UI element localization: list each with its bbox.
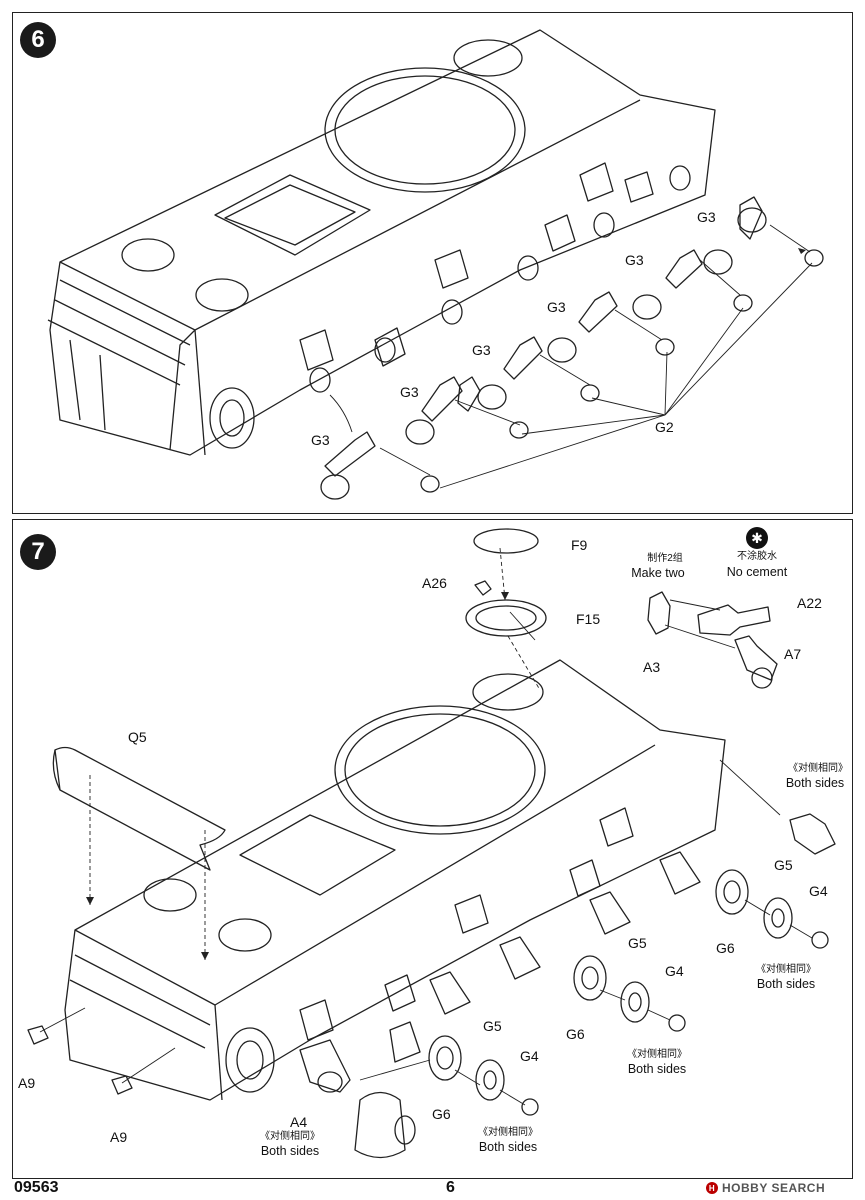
idler-arm-parts — [647, 591, 778, 689]
label-g3-4: G3 — [472, 342, 491, 358]
label-g6-1: G6 — [716, 940, 735, 956]
label-g3-6: G3 — [311, 432, 330, 448]
label-g6-2: G6 — [566, 1026, 585, 1042]
label-a26: A26 — [422, 575, 447, 591]
product-code: 09563 — [14, 1179, 59, 1196]
turret-ring-parts — [465, 528, 547, 637]
both-sides-en-1: Both sides — [785, 776, 845, 790]
label-g3-5: G3 — [400, 384, 419, 400]
step7-dashed-leaders — [89, 547, 541, 960]
both-sides-cn-2: 《对侧相同》 — [756, 964, 816, 975]
label-g5-2: G5 — [628, 935, 647, 951]
label-g3-2: G3 — [625, 252, 644, 268]
label-a22: A22 — [797, 595, 822, 611]
step-7-badge: 7 — [20, 534, 56, 570]
step7-leader-lines — [39, 599, 813, 1106]
q5-fender — [52, 746, 226, 871]
step6-hull — [47, 29, 716, 456]
both-sides-cn-3: 《对侧相同》 — [627, 1049, 687, 1060]
no-cement-cn: 不涂胶水 — [737, 551, 777, 562]
step-6-badge: 6 — [20, 22, 56, 58]
step6-suspension-mounts — [299, 162, 691, 393]
label-g5-1: G5 — [774, 857, 793, 873]
both-sides-cn-1: 《对侧相同》 — [788, 763, 848, 774]
hobby-search-watermark: H HOBBY SEARCH — [706, 1181, 825, 1195]
step6-leader-lines — [329, 224, 813, 489]
a9-parts — [27, 1025, 133, 1095]
label-g3-1: G3 — [697, 209, 716, 225]
step-7-panel — [12, 519, 853, 1179]
watermark-text: HOBBY SEARCH — [722, 1181, 826, 1195]
label-q5: Q5 — [128, 729, 147, 745]
page-number: 6 — [446, 1179, 455, 1196]
label-a9-2: A9 — [110, 1129, 128, 1145]
step6-torsion-arms — [320, 196, 767, 500]
label-f15: F15 — [576, 611, 601, 627]
both-sides-cn-5: 《对侧相同》 — [478, 1127, 538, 1138]
step7-hull — [64, 659, 726, 1101]
label-a9-1: A9 — [18, 1075, 36, 1091]
both-sides-en-2: Both sides — [756, 977, 816, 991]
make-two-en: Make two — [631, 566, 685, 580]
label-a3: A3 — [643, 659, 661, 675]
no-cement-en: No cement — [726, 565, 788, 579]
label-g4-2: G4 — [665, 963, 684, 979]
both-sides-en-5: Both sides — [478, 1140, 538, 1154]
label-g4-3: G4 — [520, 1048, 539, 1064]
both-sides-en-4: Both sides — [260, 1144, 320, 1158]
make-two-cn: 制作2组 — [647, 553, 683, 564]
label-a7: A7 — [784, 646, 802, 662]
label-g4-1: G4 — [809, 883, 828, 899]
label-f9: F9 — [571, 537, 588, 553]
label-g2: G2 — [655, 419, 674, 435]
label-g5-3: G5 — [483, 1018, 502, 1034]
step7-road-wheels — [299, 807, 836, 1159]
label-g3-3: G3 — [547, 299, 566, 315]
hobby-search-logo-icon: H — [706, 1182, 718, 1194]
step6-caps — [420, 249, 824, 493]
both-sides-en-3: Both sides — [627, 1062, 687, 1076]
both-sides-cn-4: 《对侧相同》 — [260, 1131, 320, 1142]
step-6-panel — [12, 12, 853, 514]
no-cement-icon: ✱ — [746, 527, 768, 549]
direction-arrows — [86, 248, 806, 960]
label-a4: A4 — [290, 1114, 308, 1130]
label-g6-3: G6 — [432, 1106, 451, 1122]
